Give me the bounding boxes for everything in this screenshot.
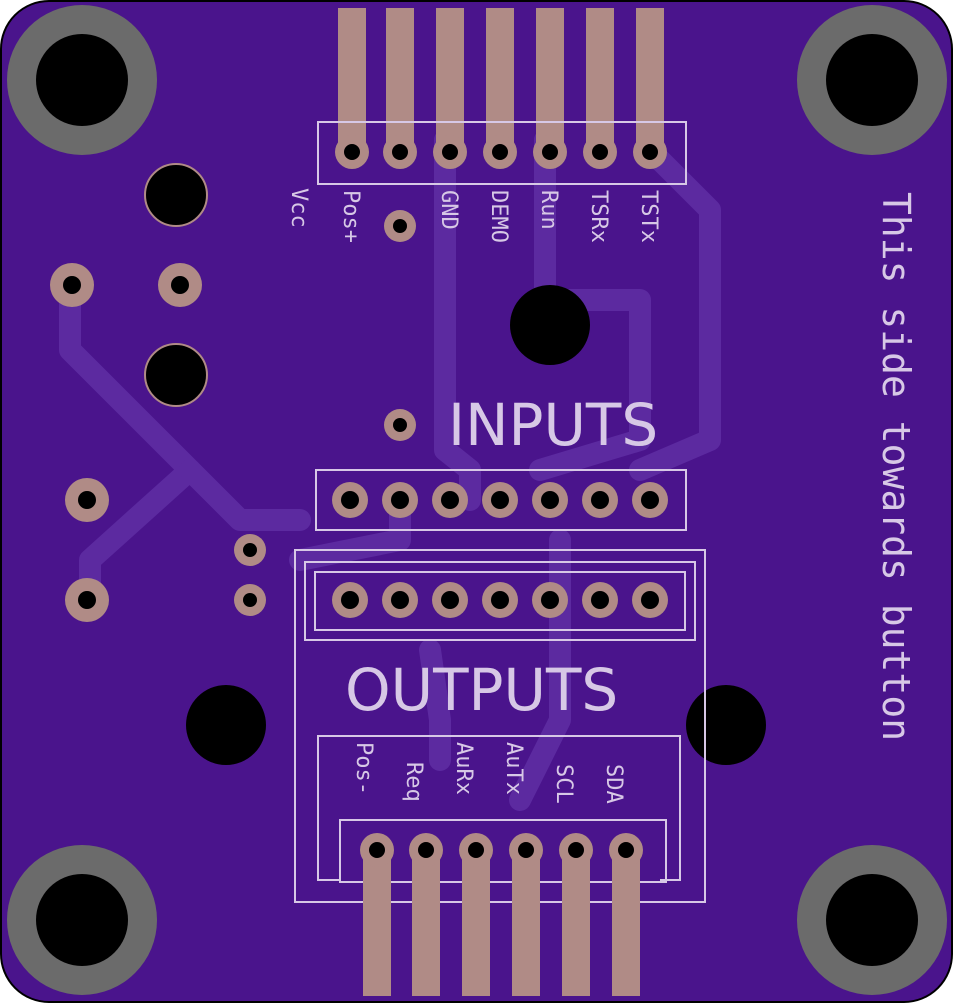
top-pin-label: TSTx (636, 190, 661, 243)
bottom-pin-label: SCL (551, 764, 576, 804)
bottom-header-pads (360, 833, 643, 867)
inputs-label: INPUTS (448, 391, 658, 459)
top-header-outline (317, 121, 687, 185)
bottom-pin-label: AuTx (501, 742, 526, 795)
inputs-header-outline (315, 469, 687, 531)
bottom-label-outline (317, 735, 681, 881)
top-header-pads (335, 135, 667, 169)
bottom-pin-label: SDA (601, 764, 626, 804)
top-pin-label: DEMO (486, 190, 511, 243)
top-pin-labels: Vcc Pos+ GND DEMO Run TSRx TSTx (286, 188, 661, 243)
top-pin-label: GND (436, 190, 461, 230)
outputs-module-outline (294, 549, 706, 903)
outputs-header-inner (314, 571, 686, 631)
side-note-label: This side towards button (874, 192, 918, 741)
top-pin-label: Vcc (286, 188, 311, 228)
bottom-pin-label: AuRx (451, 742, 476, 795)
mounting-holes (7, 5, 947, 995)
bottom-header-outline (339, 819, 667, 883)
top-pin-label: Run (536, 190, 561, 230)
loose-pads (50, 210, 416, 622)
bottom-edge-fingers (363, 850, 640, 996)
bottom-pin-label: Req (401, 762, 426, 802)
top-pin-label: TSRx (586, 190, 611, 243)
top-edge-fingers (338, 8, 664, 150)
top-pin-label: Pos+ (338, 190, 363, 243)
outputs-header-pads (332, 582, 668, 618)
bottom-pin-label: Pos- (351, 742, 376, 795)
outputs-label: OUTPUTS (345, 656, 618, 724)
bottom-pin-labels: Pos- Req AuRx AuTx SCL SDA (351, 742, 626, 804)
outputs-header-outer (304, 561, 696, 641)
inputs-header-pads (332, 482, 668, 518)
